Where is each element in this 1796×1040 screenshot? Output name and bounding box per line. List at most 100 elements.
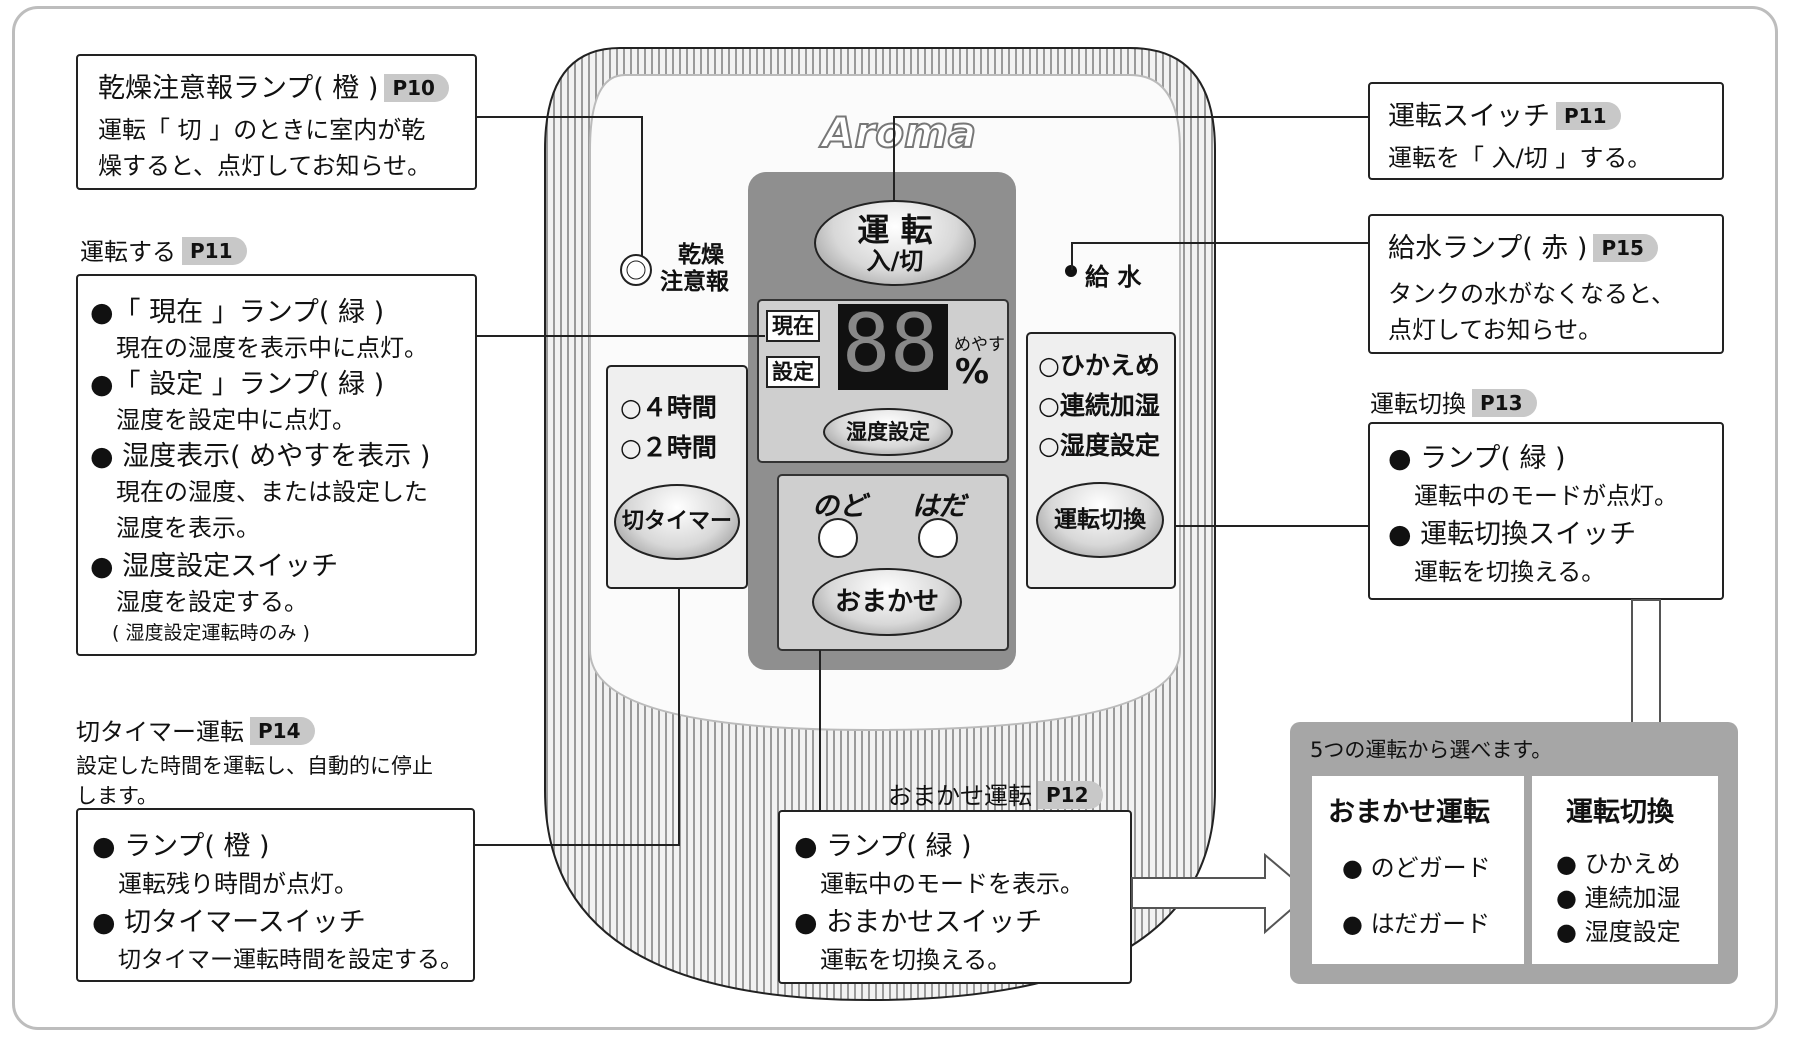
dry-lamp-page: P10 [384,74,449,102]
power-switch-desc: 運転を「 入/切 」する。 [1388,144,1652,172]
set-lamp-label: 設定 [766,356,820,388]
set-lamp: 設定 [766,356,820,388]
timer-section-desc-1: 設定した時間を運転し、自動的に停止 [76,754,433,778]
omakase-item-switch-desc: 運転を切換える。 [820,946,1012,974]
modes-right-item-3: ● 湿度設定 [1556,918,1681,946]
leader-water [1071,242,1368,244]
run-item-set-desc: 湿度を設定中に点灯。 [116,406,356,434]
run-item-display-head: ● 湿度表示( めやすを表示 ) [90,441,431,472]
timer-option-4h: ○４時間 [620,393,717,422]
run-item-switch-note: ( 湿度設定運転時のみ ) [112,622,310,644]
leader-water-v [1071,242,1073,270]
modes-title: 5つの運転から選べます。 [1310,738,1553,762]
run-item-display-desc: 現在の湿度、または設定した [116,478,428,506]
water-lamp-title-row: 給水ランプ( 赤 )P15 [1388,226,1658,265]
dry-lamp-callout: 乾燥注意報ランプ( 橙 )P10 運転「 切 」のときに室内が乾 燥すると、点灯… [76,54,477,190]
water-lamp-desc-2: 点灯してお知らせ。 [1388,316,1603,344]
mode-item-lamp-desc: 運転中のモードが点灯。 [1414,482,1678,510]
dry-lamp-label-2: 注意報 [660,269,729,295]
mode-switch-callout: ● ランプ( 緑 ) 運転中のモードが点灯。 ● 運転切換スイッチ 運転を切換え… [1368,422,1724,600]
mode-option-shitsudo: ○湿度設定 [1038,431,1160,460]
humidity-setting-button[interactable]: 湿度設定 [823,408,953,456]
timer-item-lamp-head: ● ランプ( 橙 ) [92,831,270,862]
modes-right-heading: 運転切換 [1566,797,1674,828]
mode-option-renzoku: ○連続加湿 [1038,391,1160,420]
modes-left-item-2: ● はだガード [1342,910,1491,938]
now-lamp-label: 現在 [766,310,820,342]
timer-callout: ● ランプ( 橙 ) 運転残り時間が点灯。 ● 切タイマースイッチ 切タイマー運… [76,808,475,982]
omakase-callout: ● ランプ( 緑 ) 運転中のモードを表示。 ● おまかせスイッチ 運転を切換え… [778,810,1132,984]
power-button[interactable]: 運 転 入/切 [814,200,976,286]
humidity-digits: 88 [842,297,939,390]
leader-dry [477,116,643,118]
run-section-page: P11 [182,237,247,265]
omakase-button[interactable]: おまかせ [812,568,962,636]
run-item-now-head: ●「 現在 」ランプ( 緑 ) [90,297,385,328]
modes-right-card: 運転切換 ● ひかえめ ● 連続加湿 ● 湿度設定 [1532,776,1718,964]
dry-lamp-desc-2: 燥すると、点灯してお知らせ。 [98,152,432,180]
power-switch-page: P11 [1556,102,1621,130]
run-item-switch-desc: 湿度を設定する。 [116,588,308,616]
leader-run [475,335,765,337]
mode-item-lamp-head: ● ランプ( 緑 ) [1388,443,1566,474]
leader-timer [475,844,680,846]
outer-frame [12,6,1778,1030]
dry-lamp-label: 乾燥 注意報 [660,242,729,296]
power-switch-title: 運転スイッチ [1388,101,1550,132]
modes-right-item-2: ● 連続加湿 [1556,884,1681,912]
water-lamp-callout: 給水ランプ( 赤 )P15 タンクの水がなくなると、 点灯してお知らせ。 [1368,214,1724,354]
timer-item-switch-head: ● 切タイマースイッチ [92,907,366,938]
leader-mode [1175,525,1368,527]
leader-power [893,116,1368,118]
modes-right-item-1: ● ひかえめ [1556,850,1681,878]
meyasu-label: めやす [954,335,1005,355]
brand-logo: Aroma [821,107,977,158]
water-lamp-label: 給 水 [1085,263,1142,291]
mode-item-switch-desc: 運転を切換える。 [1414,558,1606,586]
run-section-title: 運転する [80,238,176,266]
dry-lamp-title-row: 乾燥注意報ランプ( 橙 )P10 [98,66,449,105]
leader-dry-v [641,116,643,256]
omakase-item-lamp-desc: 運転中のモードを表示。 [820,870,1084,898]
mode-switch-button[interactable]: 運転切換 [1036,482,1164,558]
mode-item-switch-head: ● 運転切換スイッチ [1388,519,1637,550]
run-item-set-head: ●「 設定 」ランプ( 緑 ) [90,369,385,400]
dry-lamp-title: 乾燥注意報ランプ( 橙 ) [98,73,379,104]
leader-power-v [893,116,895,202]
off-timer-button[interactable]: 切タイマー [614,484,740,560]
mode-option-hikaeme: ○ひかえめ [1038,351,1160,380]
modes-left-heading: おまかせ運転 [1328,797,1490,828]
water-lamp-page: P15 [1593,234,1658,262]
run-callout: ●「 現在 」ランプ( 緑 ) 現在の湿度を表示中に点灯。 ●「 設定 」ランプ… [76,274,477,656]
timer-section-title: 切タイマー運転 [76,718,244,746]
leader-timer-v [678,588,680,846]
timer-section-desc-2: します。 [76,784,158,808]
modes-panel: 5つの運転から選べます。 おまかせ運転 ● のどガード ● はだガード 運転切換… [1290,722,1738,984]
dry-lamp-label-1: 乾燥 [678,242,724,268]
mode-switch-button-label: 運転切換 [1054,507,1146,533]
run-item-now-desc: 現在の湿度を表示中に点灯。 [116,334,428,362]
water-lamp-title: 給水ランプ( 赤 ) [1388,233,1588,264]
throat-label: のど [812,491,866,522]
percent-label: % [955,352,990,392]
skin-label: はだ [912,491,966,522]
power-button-label: 運 転 [857,211,933,249]
humidity-setting-label: 湿度設定 [846,420,930,444]
omakase-button-label: おまかせ [834,587,939,617]
dry-lamp-desc-1: 運転「 切 」のときに室内が乾 [98,116,426,144]
mode-switch-title: 運転切換 [1370,390,1466,418]
right-arrow [1131,852,1312,935]
mode-switch-page: P13 [1472,389,1537,417]
omakase-item-lamp-head: ● ランプ( 緑 ) [794,831,972,862]
leader-omakase [819,650,821,812]
now-lamp: 現在 [766,310,820,342]
timer-item-switch-desc: 切タイマー運転時間を設定する。 [118,947,463,973]
timer-option-2h: ○２時間 [620,433,717,462]
omakase-item-switch-head: ● おまかせスイッチ [794,907,1043,938]
